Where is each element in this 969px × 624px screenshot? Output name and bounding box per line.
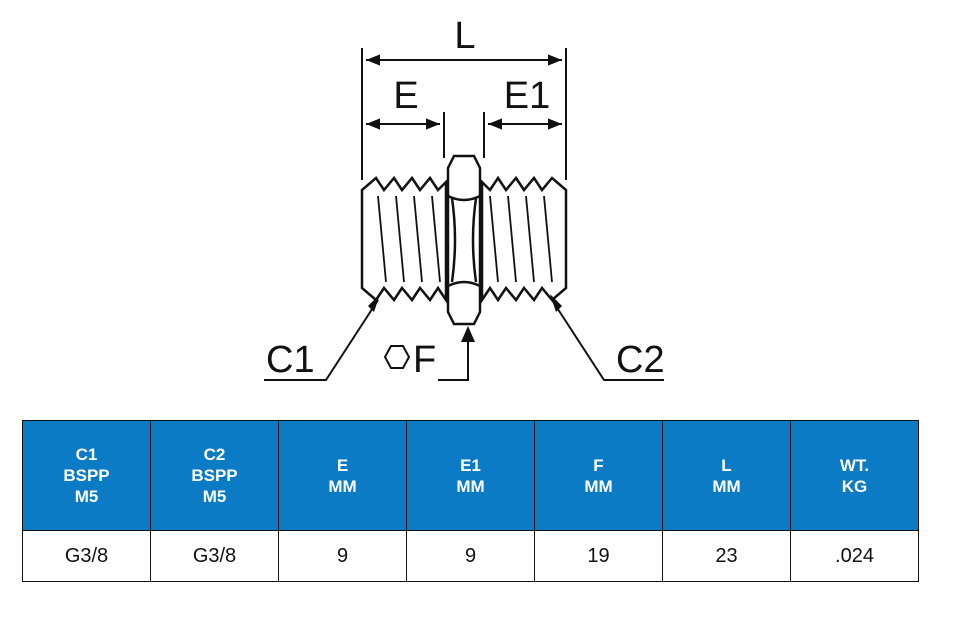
leader-C2 [551, 299, 664, 381]
cell-l: 23 [662, 530, 791, 582]
dimension-E1 [483, 112, 562, 158]
table-row: G3/8 G3/8 9 9 19 23 .024 [22, 530, 919, 582]
label-C2: C2 [616, 339, 665, 381]
table-header-row: C1 BSPP M5 C2 BSPP M5 E MM E1 MM F MM [22, 420, 919, 531]
label-E: E [393, 75, 418, 117]
header-c1: C1 BSPP M5 [22, 420, 151, 531]
header-c2: C2 BSPP M5 [150, 420, 279, 531]
hexagon-icon [383, 345, 411, 369]
header-wt: WT. KG [790, 420, 919, 531]
leader-F [438, 338, 469, 381]
label-F: F [413, 339, 436, 381]
label-E1: E1 [504, 75, 550, 117]
header-e1: E1 MM [406, 420, 535, 531]
header-l: L MM [662, 420, 791, 531]
cell-f: 19 [534, 530, 663, 582]
cell-e1: 9 [406, 530, 535, 582]
arrow-C2 [550, 294, 562, 312]
dimension-E [366, 112, 445, 158]
label-L: L [454, 15, 475, 57]
header-e: E MM [278, 420, 407, 531]
cell-c1: G3/8 [22, 530, 151, 582]
cell-e: 9 [278, 530, 407, 582]
dimension-L [361, 48, 567, 180]
spec-table: C1 BSPP M5 C2 BSPP M5 E MM E1 MM F MM [22, 420, 919, 582]
arrow-F [461, 326, 475, 342]
fitting-diagram: L E E1 C1 C2 F [264, 15, 665, 381]
cell-wt: .024 [790, 530, 919, 582]
leader-C1 [264, 299, 379, 381]
cell-c2: G3/8 [150, 530, 279, 582]
arrow-C1 [368, 294, 380, 312]
fitting-body [360, 154, 568, 326]
label-C1: C1 [266, 339, 315, 381]
header-f: F MM [534, 420, 663, 531]
